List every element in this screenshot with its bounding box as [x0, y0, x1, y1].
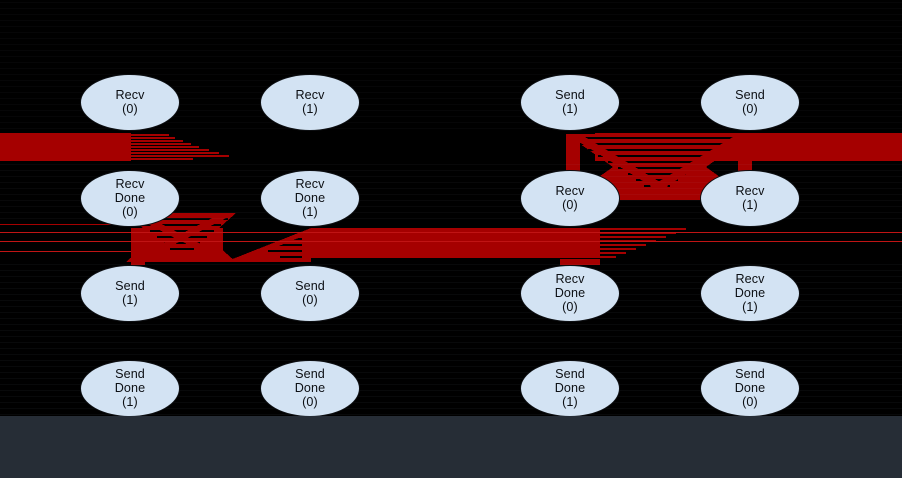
graph-node-label-line: Send	[735, 366, 765, 381]
graph-node-label-line: (1)	[122, 293, 138, 307]
graph-node-recv-0[interactable]: Recv(0)	[80, 73, 180, 131]
graph-node-label-line: Recv	[735, 271, 765, 286]
graph-node-label-line: Done	[114, 190, 146, 205]
graph-node-label-line: (0)	[122, 205, 138, 220]
graph-node-label-line: (0)	[302, 293, 318, 307]
graph-node-label-line: (0)	[122, 102, 138, 116]
graph-node-recv-1[interactable]: Recv(1)	[260, 73, 360, 131]
graph-node-recv-0-mid[interactable]: Recv(0)	[520, 169, 620, 227]
graph-node-label-line: Send	[295, 366, 325, 381]
graph-node-label-line: Done	[554, 380, 586, 395]
graph-node-send-0-top[interactable]: Send(0)	[700, 73, 800, 131]
graph-node-recv-1-mid[interactable]: Recv(1)	[700, 169, 800, 227]
graph-node-label-line: (1)	[562, 102, 578, 116]
bottom-status-bar	[0, 416, 902, 478]
graph-node-send-0[interactable]: Send(0)	[260, 264, 360, 322]
graph-node-label-line: Done	[294, 190, 326, 205]
graph-node-label-line: Done	[114, 380, 146, 395]
graph-node-label-line: Recv	[295, 176, 325, 191]
graph-node-label-line: Recv	[555, 271, 585, 286]
graph-node-label-line: Recv	[115, 176, 145, 191]
graph-node-send-1[interactable]: Send(1)	[80, 264, 180, 322]
graph-node-label-line: (1)	[562, 395, 578, 410]
graph-node-label-line: Done	[554, 285, 586, 300]
graph-node-label-line: (1)	[302, 205, 318, 220]
graph-node-label-line: (0)	[742, 395, 758, 410]
graph-node-label-line: (0)	[562, 198, 578, 212]
graph-node-send-1-top[interactable]: Send(1)	[520, 73, 620, 131]
graph-node-label-line: Done	[734, 380, 766, 395]
graph-node-label-line: Send	[555, 87, 585, 102]
graph-node-label-line: Recv	[555, 183, 585, 198]
graph-node-label-line: Done	[294, 380, 326, 395]
graph-node-label-line: Send	[735, 87, 765, 102]
graph-node-label-line: Send	[295, 278, 325, 293]
graph-node-label-line: (0)	[302, 395, 318, 410]
graph-node-label-line: Recv	[115, 87, 145, 102]
graph-node-label-line: (1)	[742, 198, 758, 212]
graph-node-label-line: Send	[115, 278, 145, 293]
graph-node-label-line: Send	[555, 366, 585, 381]
graph-node-label-line: Recv	[735, 183, 765, 198]
graph-node-label-line: Send	[115, 366, 145, 381]
graph-node-label-line: (0)	[562, 300, 578, 315]
graph-node-label-line: (1)	[302, 102, 318, 116]
graph-node-label-line: Recv	[295, 87, 325, 102]
graph-node-label-line: (1)	[122, 395, 138, 410]
graph-node-label-line: Done	[734, 285, 766, 300]
graph-node-label-line: (1)	[742, 300, 758, 315]
graph-node-label-line: (0)	[742, 102, 758, 116]
